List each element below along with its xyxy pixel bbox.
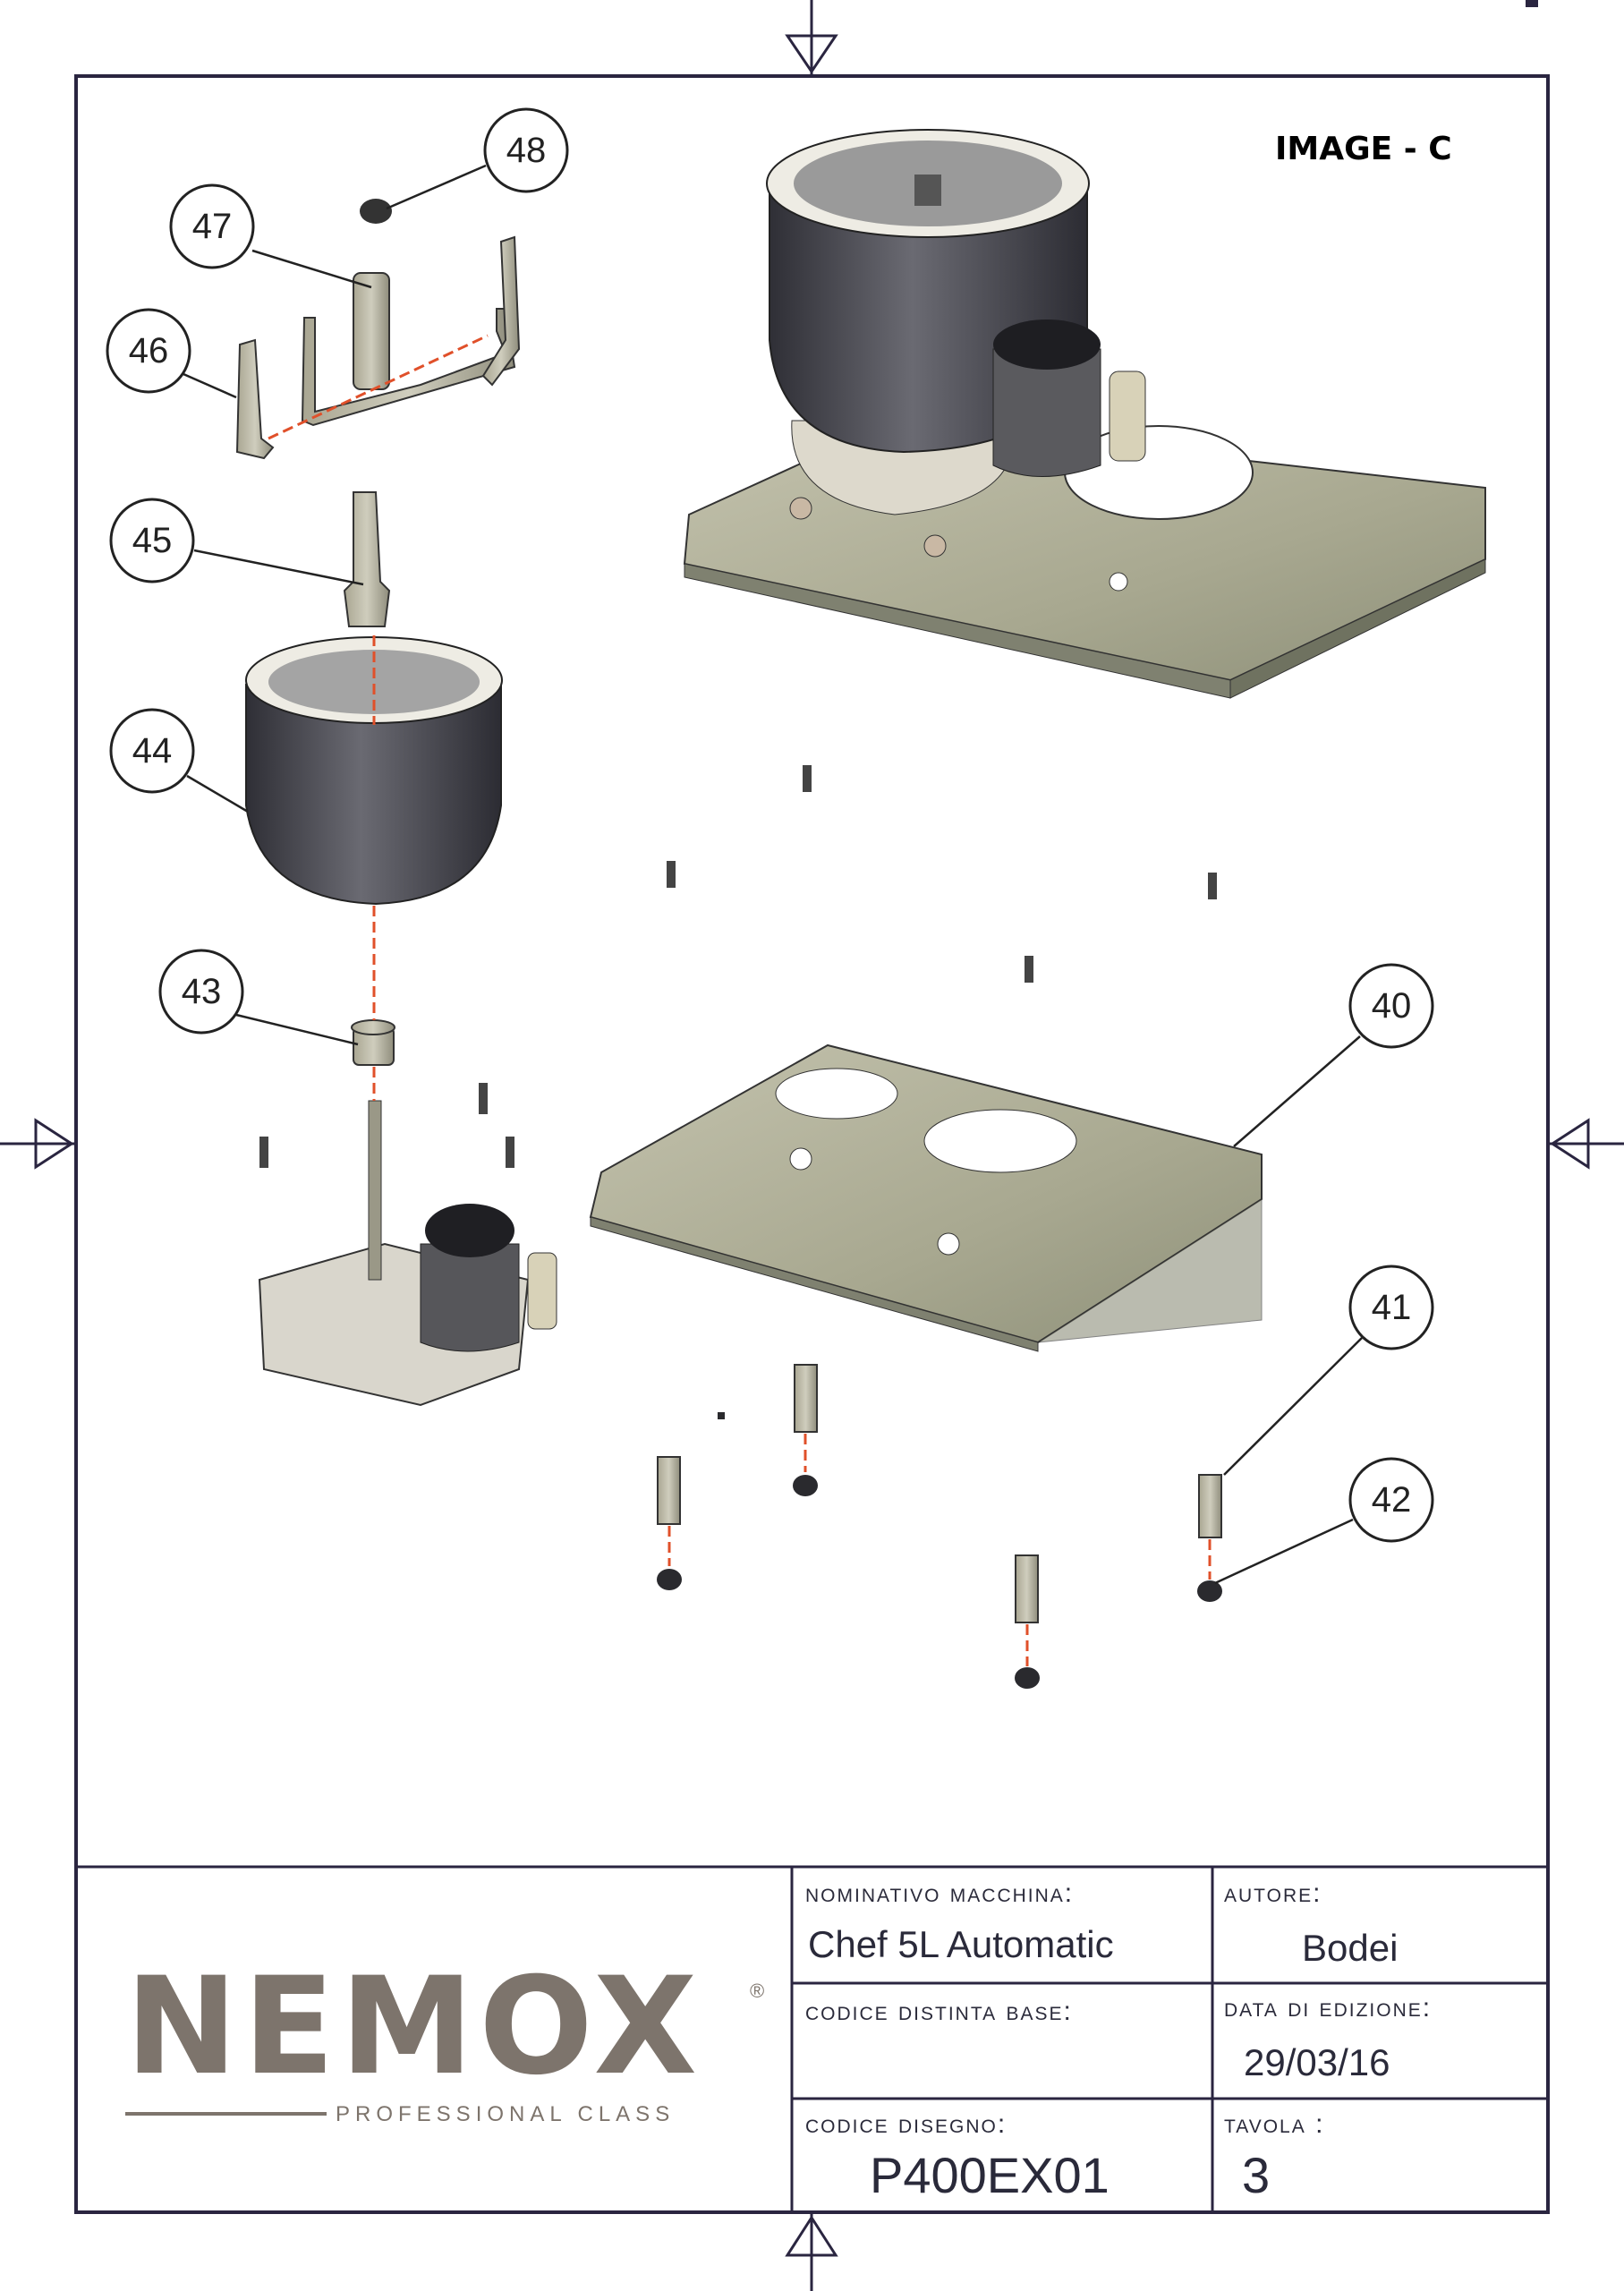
balloon-47: 47 [191,207,233,246]
part-44-bowl [245,636,503,906]
author-label: Autore: [1224,1878,1322,1908]
author-value: Bodei [1302,1927,1399,1969]
balloon-44: 44 [132,731,173,771]
drawing-code-label: Codice disegno: [805,2109,1008,2139]
balloon-40: 40 [1371,986,1412,1026]
balloon-45: 45 [132,521,173,560]
part-43-bushing [351,1019,395,1066]
nemox-logo: NEMOX [125,1949,703,2105]
logo-tagline: PROFESSIONAL CLASS [336,2102,676,2126]
edition-date-value: 29/03/16 [1244,2041,1390,2083]
balloon-circle [106,107,1434,1543]
part-42-foot [657,1412,1222,1689]
gearbox-motor-illustration [258,1100,557,1407]
machine-name-value: Chef 5L Automatic [808,1923,1114,1965]
leader-line [183,164,1363,1585]
part-40-base-plate [589,1043,1263,1352]
balloon-42: 42 [1371,1480,1412,1520]
balloon-41: 41 [1371,1288,1412,1327]
part-47-paddle [301,272,516,427]
part-45-shaft [343,491,391,627]
assembled-unit-illustration [683,129,1486,699]
balloon-48: 48 [506,131,547,170]
edition-date-label: Data di edizione: [1224,1993,1433,2023]
sheet-value: 3 [1242,2147,1271,2203]
part-46-scraper [235,235,521,460]
image-title: IMAGE - C [1275,131,1452,167]
balloon-46: 46 [128,331,169,370]
screw-icon [259,765,1217,1168]
drawing-code-value: P400EX01 [870,2147,1110,2203]
registered-mark: ® [750,1980,765,2002]
assembly-centerline [268,334,1212,1666]
part-41-spacer [657,1364,1222,1623]
bom-code-label: Codice distinta base: [805,1997,1073,2026]
balloon-43: 43 [181,972,222,1011]
part-48-cap [360,199,392,224]
machine-name-label: Nominativo macchina: [805,1878,1075,1908]
sheet-label: Tavola : [1224,2109,1325,2139]
